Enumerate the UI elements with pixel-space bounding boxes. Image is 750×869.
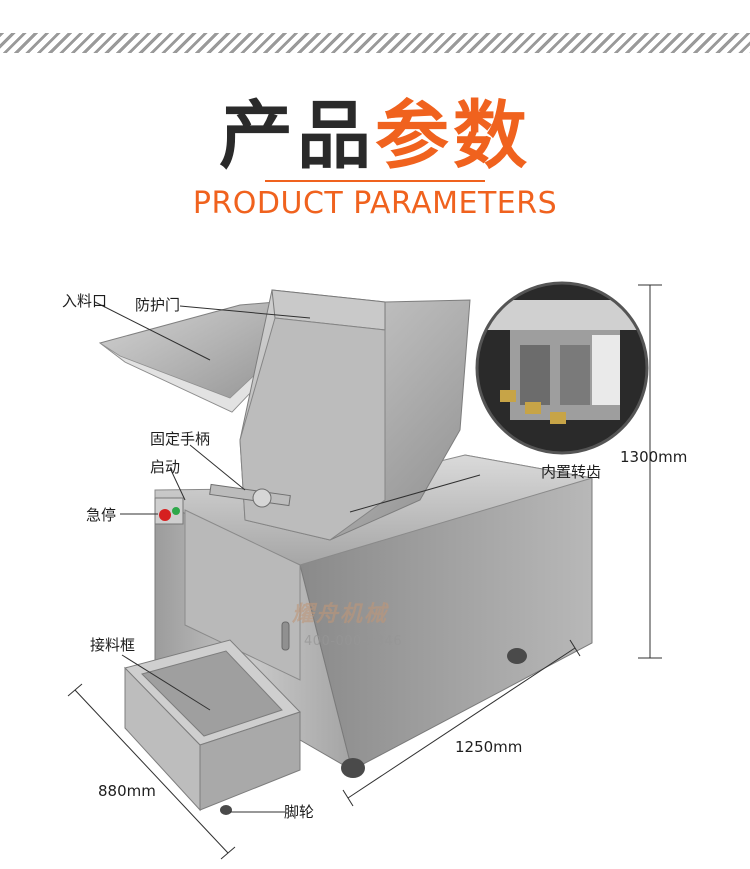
title-accent-part: 参数 [375,93,531,179]
label-fixed-handle: 固定手柄 [150,430,211,448]
title-underline [265,180,485,182]
label-start: 启动 [150,458,181,476]
decorative-stripe-band [0,33,750,53]
cabinet-front-panel [184,509,301,681]
brand-watermark: 耀舟机械 [292,601,389,627]
dimension-length: 1250mm [455,738,523,756]
label-internal-gear: 内置转齿 [541,463,602,481]
label-inlet: 入料口 [62,292,108,310]
internal-gear-inset [477,283,647,453]
dimension-lines [67,284,662,860]
label-guard-door: 防护门 [135,296,181,314]
caster-wheels [220,648,527,815]
page-subtitle: PRODUCT PARAMETERS [192,186,558,221]
start-button [172,507,180,515]
dimension-width: 880mm [98,782,156,800]
phone-watermark: 400-000-9346 [304,634,403,649]
dimension-height: 1300mm [620,448,688,466]
inset-border [475,281,649,455]
page-title: 产品参数 [0,96,750,176]
door-handle [281,621,290,651]
fixed-handle [209,483,291,508]
emergency-stop-button [159,509,171,521]
label-receiving-box: 接料框 [90,636,136,654]
title-dark-part: 产品 [219,93,375,179]
label-casters: 脚轮 [284,803,315,821]
label-emergency-stop: 急停 [86,506,117,524]
receiving-box-side [199,711,301,811]
callout-lines [94,301,481,813]
hopper-front-face [239,317,386,541]
receiving-box-inside [141,650,283,737]
